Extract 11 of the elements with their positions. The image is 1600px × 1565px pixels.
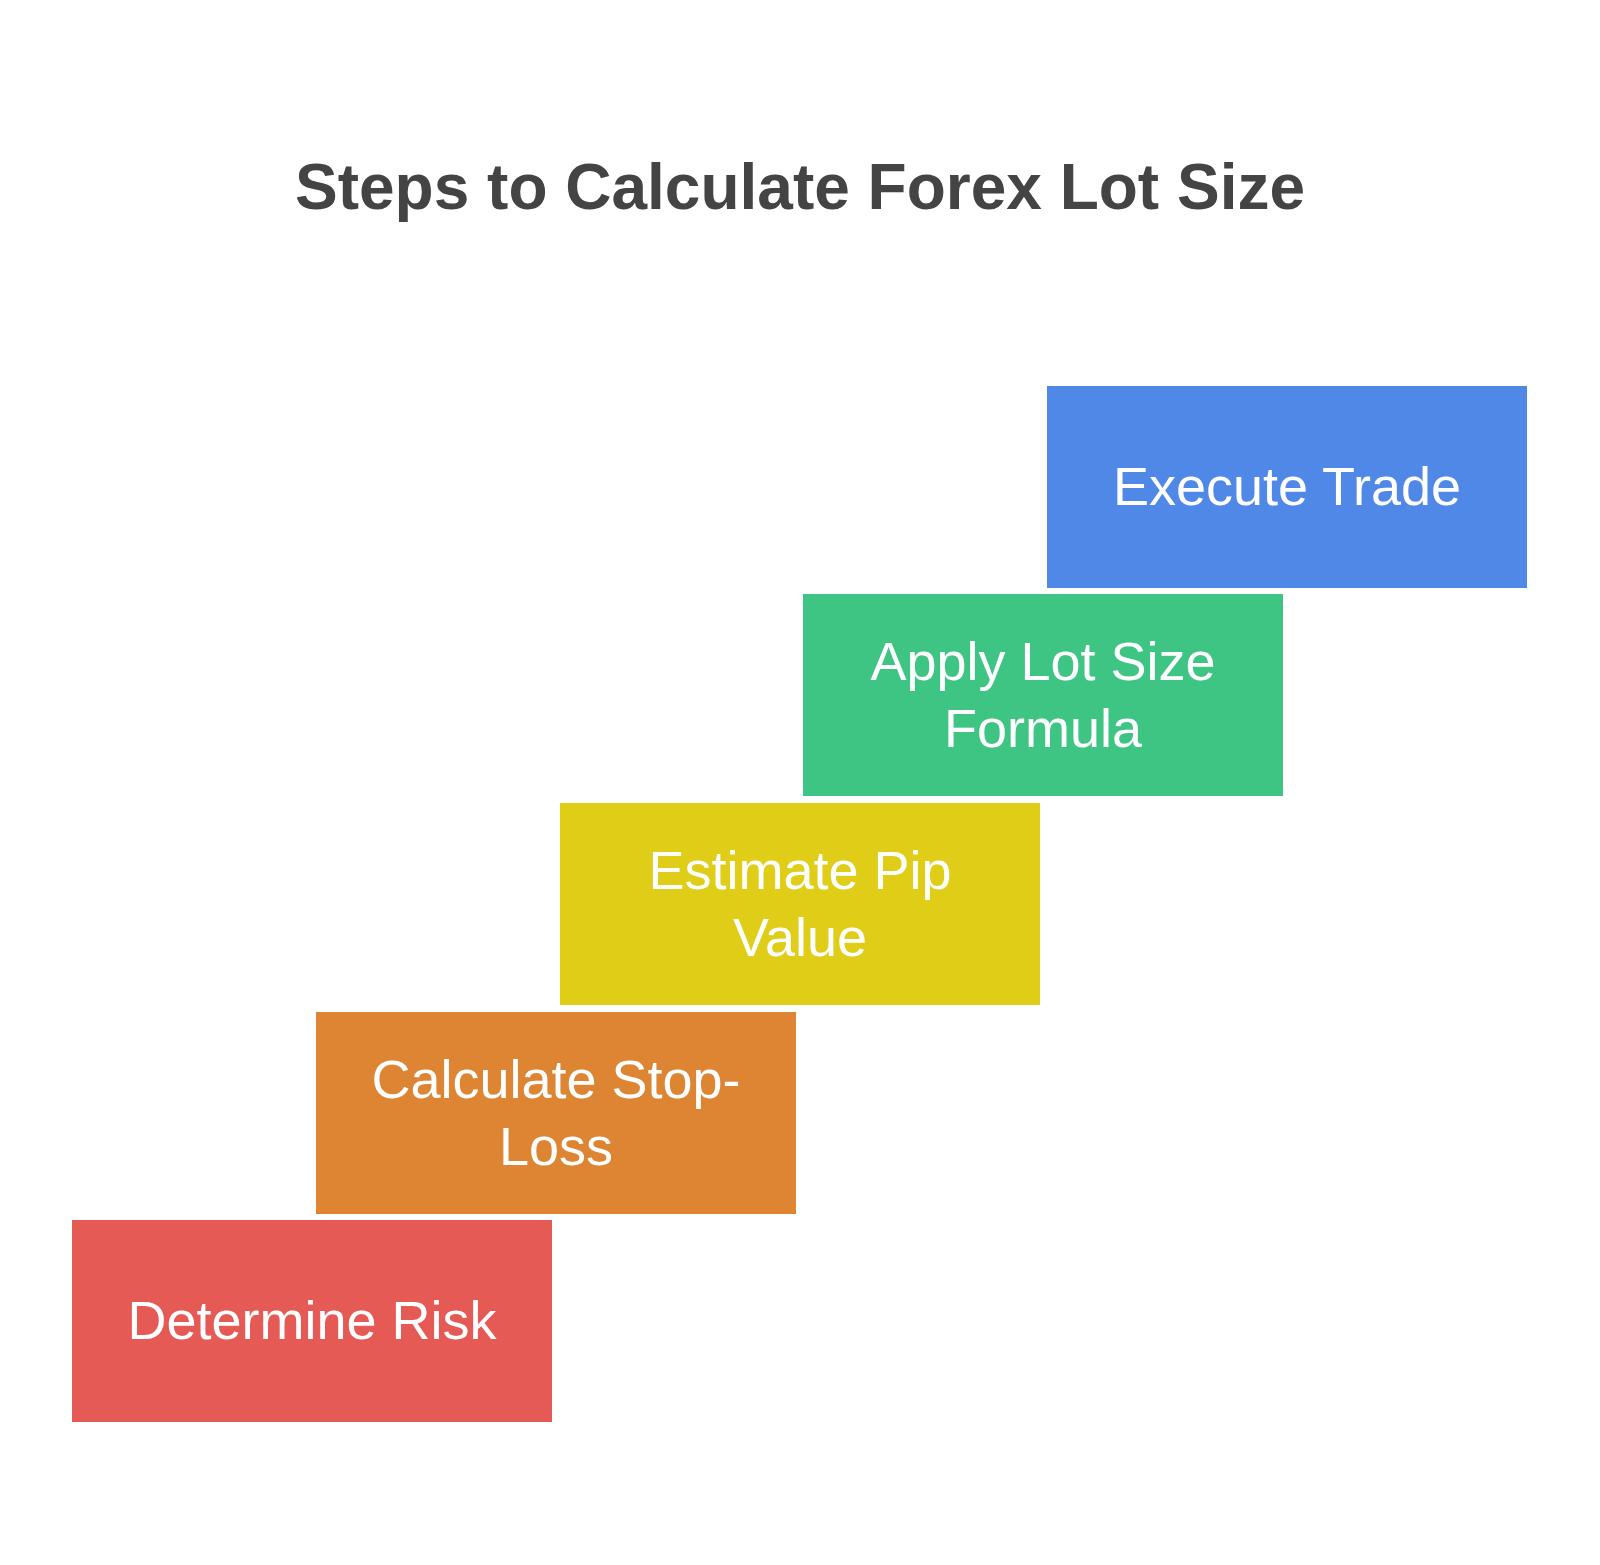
step-box bbox=[560, 803, 1040, 1005]
step-box bbox=[803, 594, 1283, 796]
step-label: Apply Lot Size Formula bbox=[869, 629, 1217, 760]
diagram-title: Steps to Calculate Forex Lot Size bbox=[294, 150, 1306, 224]
step-box bbox=[1047, 386, 1527, 588]
step-label: Determine Risk bbox=[127, 1289, 497, 1353]
step-label: Execute Trade bbox=[1112, 455, 1462, 519]
step-label: Calculate Stop-Loss bbox=[370, 1047, 742, 1178]
step-label: Estimate Pip Value bbox=[647, 838, 953, 969]
step-box bbox=[72, 1220, 552, 1422]
step-box bbox=[316, 1012, 796, 1214]
